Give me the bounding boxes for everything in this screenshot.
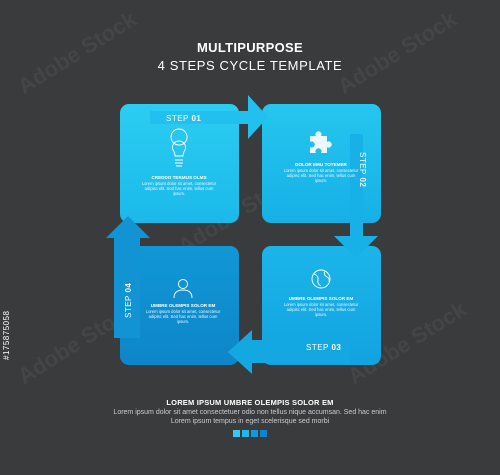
- diagram-title: MULTIPURPOSE: [197, 40, 303, 55]
- pagination-dot: [233, 430, 240, 437]
- step-text-01: Lorem ipsum dolor sit amet, consectetur …: [141, 181, 217, 197]
- stock-image-id: #175875058: [2, 310, 11, 361]
- user-icon: [173, 279, 193, 299]
- step-title-04: UMBRE OLEMPIS SOLOR EM: [150, 303, 216, 308]
- arrow-step-03: [228, 330, 350, 374]
- step-text-02: Lorem ipsum dolor sit amet, consectetur …: [283, 168, 359, 184]
- step-label-01: STEP 01: [166, 114, 202, 123]
- step-title-02: DOLOR EMU TOTEMER: [295, 162, 347, 167]
- step-title-01: CREDDO TERMUS OLMS: [151, 175, 207, 180]
- step-title-03: UMBRE OLEMPIS SOLOR EM: [288, 296, 354, 301]
- arrow-step-01: [150, 95, 268, 139]
- pagination-dot: [260, 430, 267, 437]
- step-box-03: [262, 246, 381, 365]
- puzzle-icon: [310, 131, 332, 153]
- footer-title: LOREM IPSUM UMBRE OLEMPIS SOLOR EM: [166, 398, 334, 407]
- step-label-03: STEP 03: [306, 343, 342, 352]
- pagination-dot: [251, 430, 258, 437]
- step-label-04: STEP 04: [124, 282, 133, 318]
- footer-text: Lorem ipsum dolor sit amet consectetuer …: [0, 408, 500, 426]
- arrow-step-02: [334, 134, 378, 258]
- pagination-dots: [233, 430, 267, 437]
- step-box-04: [120, 246, 239, 365]
- arrow-step-04: [106, 216, 150, 338]
- pagination-dot: [242, 430, 249, 437]
- diagram-subtitle: 4 STEPS CYCLE TEMPLATE: [157, 58, 343, 73]
- footer-line-2: Lorem ipsum tempus in eget scelerisque s…: [170, 418, 330, 425]
- step-box-01: [120, 104, 239, 223]
- footer-line-1: Lorem ipsum dolor sit amet consectetuer …: [113, 409, 387, 416]
- step-text-03: Lorem ipsum dolor sit amet, consectetur …: [283, 302, 359, 318]
- step-text-04: Lorem ipsum dolor sit amet, consectetur …: [145, 309, 221, 325]
- globe-icon: [311, 269, 331, 289]
- lightbulb-icon: [170, 128, 188, 167]
